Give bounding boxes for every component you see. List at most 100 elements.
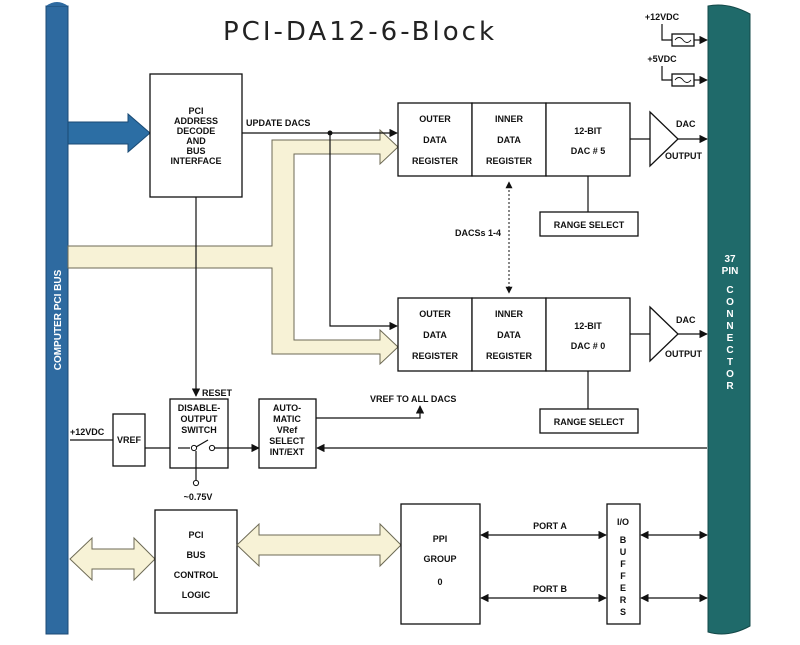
dac5-converter-text: 12-BIT [574,126,602,136]
auto-vref-text: AUTO- [273,403,301,413]
io-buffers-char: F [620,559,626,569]
pci-interface-box [149,73,243,198]
pci-interface-line: BUS [186,146,205,156]
supply-12vdc-label: +12VDC [645,12,680,22]
dac0-channel: OUTER DATA REGISTER INNER DATA REGISTER … [397,297,708,434]
connector-char: T [727,357,733,368]
dac0-inner-text: DATA [497,330,521,340]
port-a-label: PORT A [533,521,567,531]
computer-pci-bus-label: COMPUTER PCI BUS [53,269,64,370]
dac5-converter-text: DAC # 5 [571,146,606,156]
dac0-output-label: OUTPUT [665,349,703,359]
dac0-outer-text: OUTER [419,309,451,319]
update-dacs-label: UPDATE DACS [246,118,310,128]
connector-label: 37 PIN C O N N E C T O R [722,254,739,392]
dac5-output-amp [649,110,679,168]
dac0-converter-text: 12-BIT [574,321,602,331]
reset-label: RESET [202,388,233,398]
auto-vref-text: SELECT [269,436,305,446]
dac0-converter-text: DAC # 0 [571,341,606,351]
connector-char: 37 [724,254,736,265]
dac5-outer-text: REGISTER [412,156,459,166]
connector-char: N [726,309,733,320]
diagram-title: PCI-DA12-6-Block [223,17,497,47]
ppi-group-box [400,503,481,625]
auto-vref-text: INT/EXT [270,447,305,457]
pci-bus-control-text: PCI [188,530,203,540]
neg-voltage-label: ~0.75V [184,492,213,502]
supply-5vdc: +5VDC [647,54,708,87]
dac0-outer-text: DATA [423,330,447,340]
dacs-1-4-label: DACSs 1-4 [455,228,501,238]
dac5-output-label: OUTPUT [665,151,703,161]
dac5-range-select [539,211,639,237]
io-buffers-box [606,503,641,625]
io-buffers-char: E [620,583,626,593]
input-12vdc-label: +12VDC [70,427,105,437]
dac5-inner-text: INNER [495,114,524,124]
dac0-inner-text: INNER [495,309,524,319]
pci-interface-line: PCI [188,106,203,116]
connector-char: E [727,333,734,344]
bus-to-interface-arrow [67,112,151,154]
ppi-text: PPI [433,534,448,544]
connector-char: C [726,345,733,356]
dac0-outer-register [397,297,473,372]
dac5-channel: OUTER DATA REGISTER INNER DATA REGISTER … [397,102,708,237]
connector-char: R [726,381,734,392]
dac5-range-select-label: RANGE SELECT [554,220,625,230]
control-to-ppi-link [236,522,402,568]
dac0-outer-text: REGISTER [412,351,459,361]
io-buffers-char: R [620,595,627,605]
pci-interface-line: DECODE [177,126,216,136]
data-bus-path [67,128,399,366]
dac5-outer-text: DATA [423,135,447,145]
dac0-inner-register [471,297,547,372]
dac0-converter [545,297,631,372]
pci-bus-control-logic [154,509,238,614]
dac0-inner-text: REGISTER [486,351,533,361]
disable-switch-text: OUTPUT [181,414,219,424]
bus-top-cap [46,2,68,6]
ppi-text: GROUP [423,554,456,564]
auto-vref-select-box [258,398,317,469]
io-buffers-char: I/O [617,517,629,527]
dac5-converter [545,102,631,177]
pin-connector [707,4,751,635]
io-buffers-char: B [620,535,627,545]
supply-5vdc-label: +5VDC [647,54,677,64]
connector-char: O [726,297,734,308]
supply-12vdc: +12VDC [645,12,708,47]
bus-control-link [69,536,156,582]
dac0-output-amp [649,305,679,363]
pci-bus-control-text: BUS [186,550,205,560]
connector-char: C [726,285,733,296]
disable-switch-text: SWITCH [181,425,217,435]
dac5-outer-register [397,102,473,177]
connector-char: O [726,369,734,380]
connector-char: N [726,321,733,332]
dac0-range-select-label: RANGE SELECT [554,417,625,427]
connector-char: PIN [722,266,739,277]
dac0-output-label: DAC [676,315,696,325]
dac5-inner-text: REGISTER [486,156,533,166]
dac5-inner-text: DATA [497,135,521,145]
pci-bus-control-text: LOGIC [182,590,211,600]
auto-vref-text: VRef [277,425,299,435]
pci-interface-line: AND [186,136,206,146]
io-buffers-char: F [620,571,626,581]
disable-output-switch [169,398,229,469]
pci-interface-line: INTERFACE [170,156,221,166]
vref-all-dacs-label: VREF TO ALL DACS [370,394,456,404]
pci-bus-control-text: CONTROL [174,570,219,580]
vref-box [112,413,146,467]
pci-interface-line: ADDRESS [174,116,218,126]
dac5-outer-text: OUTER [419,114,451,124]
dac5-output-label: DAC [676,119,696,129]
io-buffers-char: S [620,607,626,617]
ppi-text: 0 [437,577,442,587]
vref-label: VREF [117,435,142,445]
port-b-label: PORT B [533,584,568,594]
